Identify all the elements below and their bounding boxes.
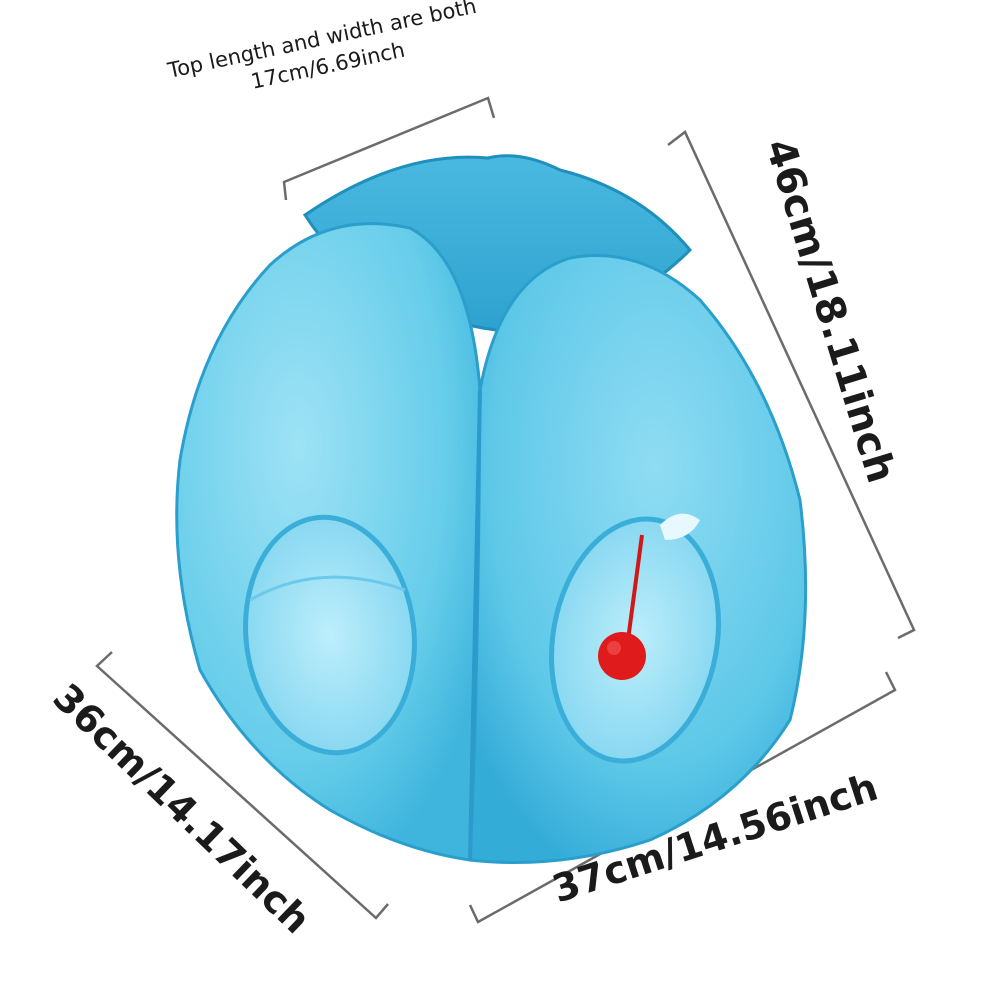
top-peek-hole	[660, 513, 700, 540]
hanging-ball-toy	[598, 534, 646, 680]
height-dimension-line	[667, 130, 916, 640]
left-entrance-hole	[243, 514, 417, 756]
tent-center-seam	[468, 389, 482, 861]
left-width-dimension-line	[95, 651, 389, 920]
cat-tent	[175, 154, 808, 864]
top-dimension-line	[282, 96, 496, 201]
